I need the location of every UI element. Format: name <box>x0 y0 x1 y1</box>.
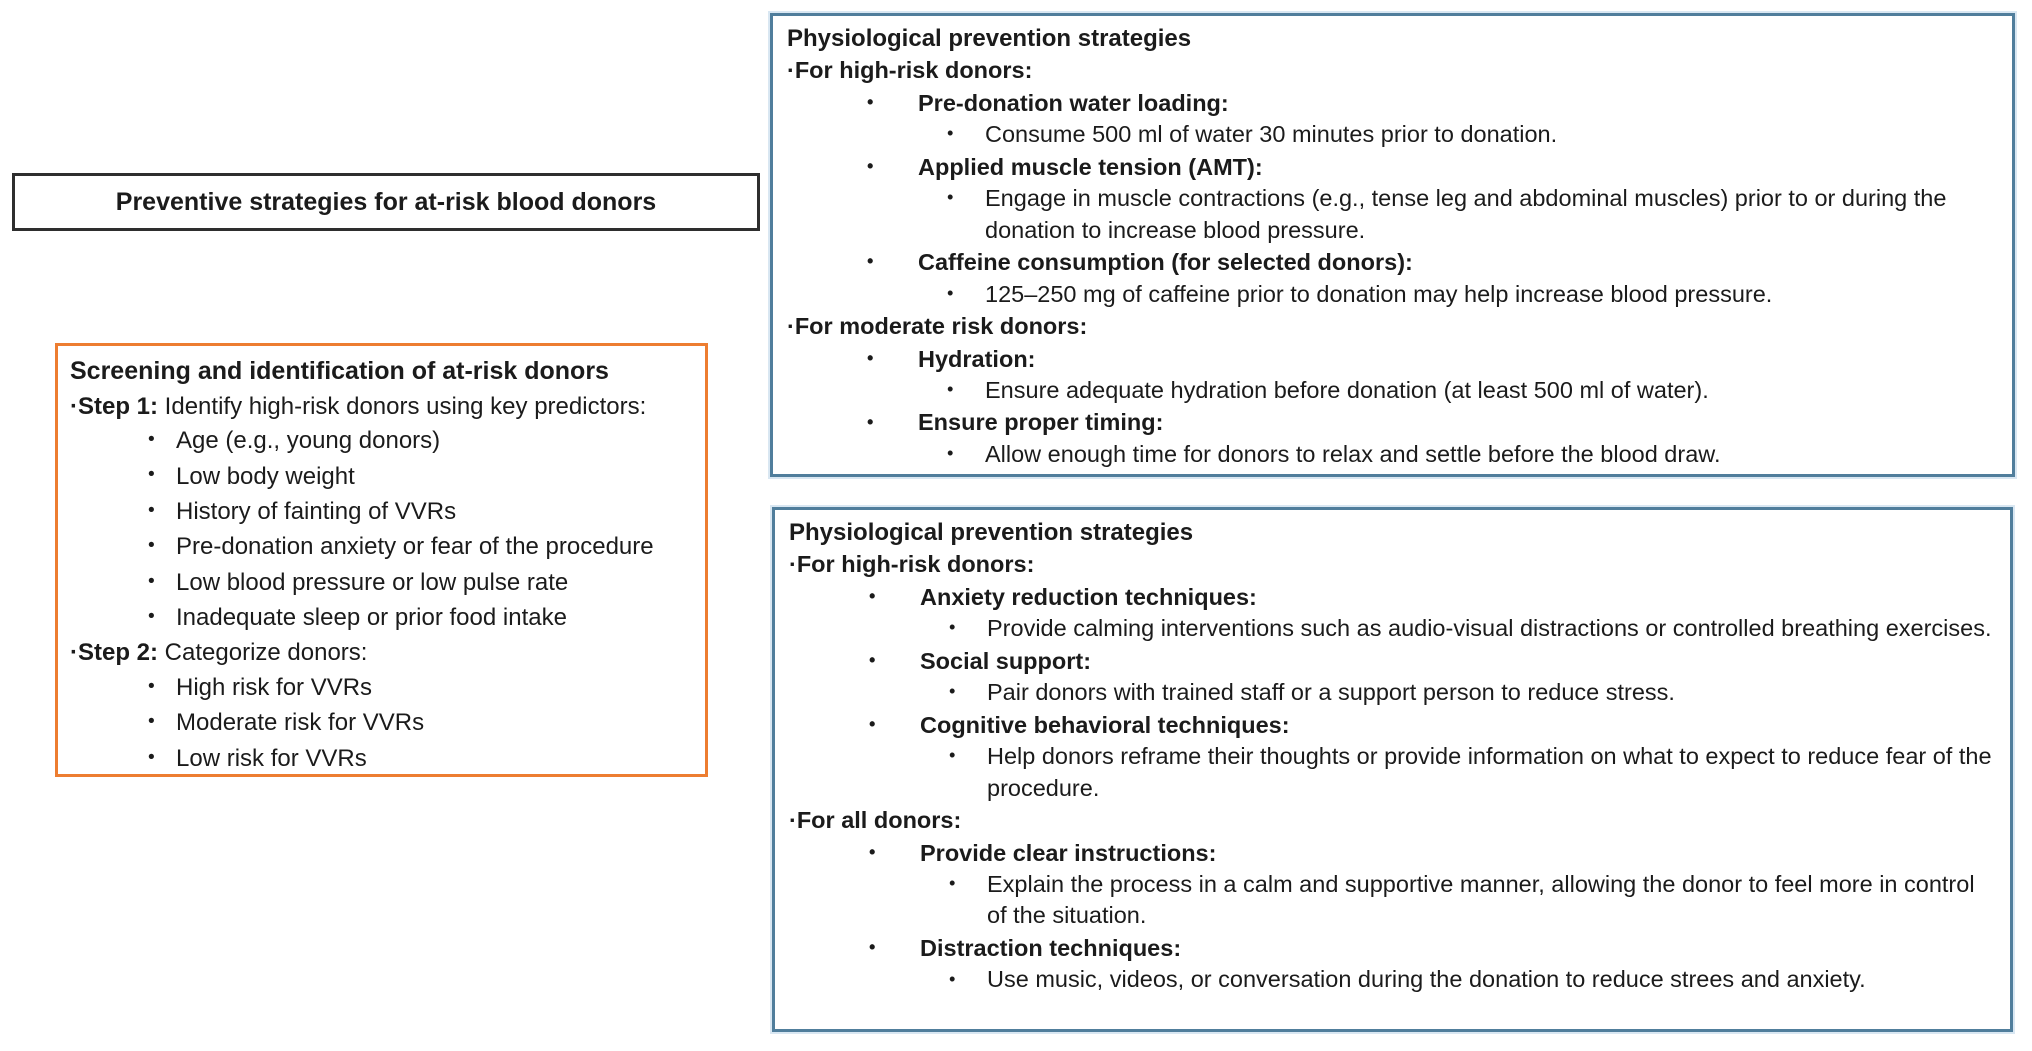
section-heading: ·For high-risk donors: <box>789 551 1035 578</box>
box-title: Physiological prevention strategies <box>789 519 1194 546</box>
strategy-label: Distraction techniques: <box>867 933 1996 964</box>
strategy-label: Provide clear instructions: <box>867 838 1996 869</box>
strategy-detail: Consume 500 ml of water 30 minutes prior… <box>945 119 1998 150</box>
section-heading: ·For high-risk donors: <box>787 57 1033 84</box>
strategy-detail: Pair donors with trained staff or a supp… <box>947 677 1996 708</box>
strategy-label: Pre-donation water loading: <box>865 88 1998 119</box>
strategy-label: Hydration: <box>865 344 1998 375</box>
step1-text: Identify high-risk donors using key pred… <box>158 392 647 420</box>
strategy-detail: Help donors reframe their thoughts or pr… <box>947 741 1996 804</box>
section-heading: ·For all donors: <box>789 807 962 834</box>
screening-box: Screening and identification of at-risk … <box>55 343 708 777</box>
strategy-label: Social support: <box>867 646 1996 677</box>
list-item: Inadequate sleep or prior food intake <box>148 602 693 634</box>
step1-line: ·Step 1: Identify high-risk donors using… <box>70 391 693 423</box>
strategy-detail: 125–250 mg of caffeine prior to donation… <box>945 279 1998 310</box>
list-item: Pre-donation anxiety or fear of the proc… <box>148 531 693 563</box>
section-heading: ·For moderate risk donors: <box>787 313 1088 340</box>
figure-title: Preventive strategies for at-risk blood … <box>115 187 657 216</box>
strategy-label: Ensure proper timing: <box>865 407 1998 438</box>
strategy-detail: Provide calming interventions such as au… <box>947 613 1996 644</box>
psychological-strategies-box: Physiological prevention strategies ·For… <box>772 507 2013 1032</box>
strategy-label: Caffeine consumption (for selected donor… <box>865 247 1998 278</box>
list-item: Low blood pressure or low pulse rate <box>148 567 693 599</box>
figure-title-box: Preventive strategies for at-risk blood … <box>12 173 760 231</box>
list-item: Age (e.g., young donors) <box>148 425 693 457</box>
list-item: High risk for VVRs <box>148 672 693 704</box>
step2-line: ·Step 2: Categorize donors: <box>70 637 693 669</box>
list-item: Moderate risk for VVRs <box>148 707 693 739</box>
strategy-detail: Engage in muscle contractions (e.g., ten… <box>945 183 1998 246</box>
strategy-detail: Ensure adequate hydration before donatio… <box>945 375 1998 406</box>
box-title: Physiological prevention strategies <box>787 25 1192 52</box>
strategy-detail: Allow enough time for donors to relax an… <box>945 439 1998 470</box>
step1-label: ·Step 1: <box>70 392 159 420</box>
strategy-label: Applied muscle tension (AMT): <box>865 152 1998 183</box>
strategy-label: Anxiety reduction techniques: <box>867 582 1996 613</box>
list-item: History of fainting of VVRs <box>148 496 693 528</box>
list-item: Low risk for VVRs <box>148 743 693 775</box>
strategy-label: Cognitive behavioral techniques: <box>867 710 1996 741</box>
list-item: Low body weight <box>148 461 693 493</box>
strategy-detail: Use music, videos, or conversation durin… <box>947 964 1996 995</box>
step2-text: Categorize donors: <box>158 639 368 667</box>
physiological-strategies-box: Physiological prevention strategies ·For… <box>770 13 2015 477</box>
step2-label: ·Step 2: <box>70 639 159 667</box>
strategy-detail: Explain the process in a calm and suppor… <box>947 869 1996 932</box>
screening-box-title: Screening and identification of at-risk … <box>70 357 609 385</box>
